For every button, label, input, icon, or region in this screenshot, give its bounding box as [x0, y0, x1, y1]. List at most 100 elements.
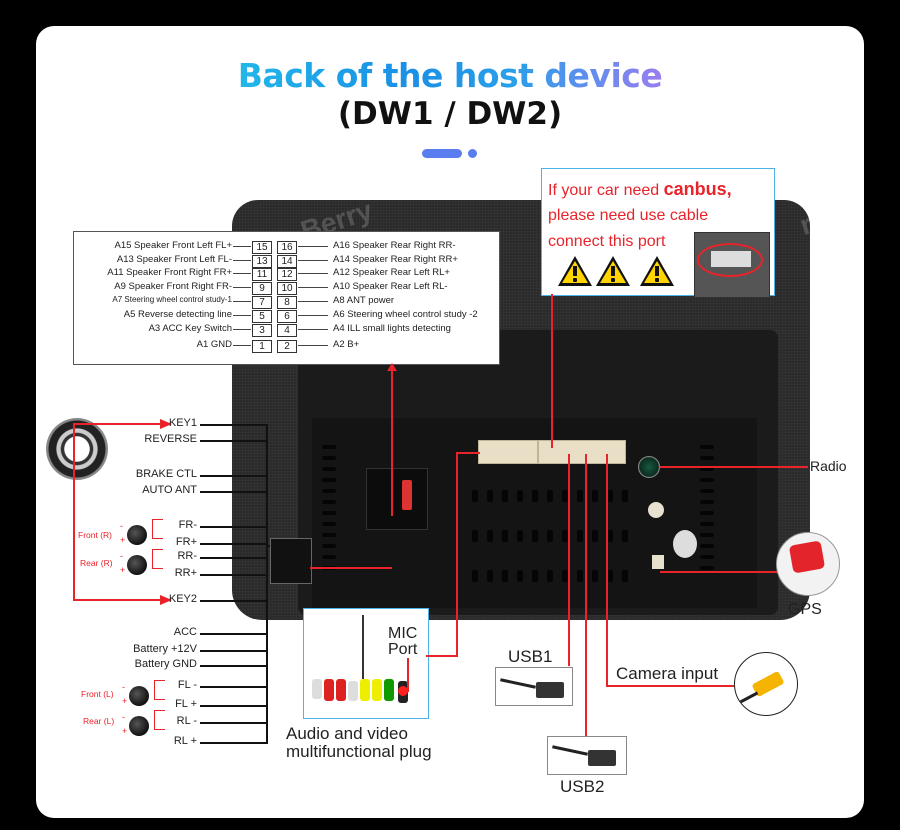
sticker [673, 530, 697, 558]
wire-line [200, 722, 266, 724]
speaker-icon [129, 686, 149, 706]
wire-line [200, 665, 266, 667]
arrow-up-icon [387, 363, 397, 371]
vent-slot [577, 530, 583, 542]
warning-icon [558, 256, 592, 286]
vent-slot [517, 570, 523, 582]
vent-slot [322, 533, 336, 537]
pin-number: 7 [252, 296, 272, 309]
speaker-icon [127, 525, 147, 545]
pinout-left-label: A15 Speaker Front Left FL+ [114, 240, 233, 251]
wire-line [200, 440, 266, 442]
usb1-label: USB1 [508, 647, 553, 666]
vent-slot [700, 533, 714, 537]
gps-antenna-photo [776, 532, 840, 596]
wire-line [200, 742, 266, 744]
vent-slot [547, 530, 553, 542]
usb1-pointer-line [568, 454, 570, 666]
wire-line [200, 574, 266, 576]
wire-label-speaker-right: FR+ [175, 536, 197, 548]
radio-socket [638, 456, 660, 478]
av-pointer-top [456, 452, 480, 454]
radio-pointer-line [660, 466, 808, 468]
key2-line [73, 599, 163, 601]
vent-slot [562, 530, 568, 542]
warning-icon [596, 256, 630, 286]
camera-pointer-h [606, 685, 734, 687]
pinout-pointer-line [391, 366, 393, 516]
front-right-label: Front (R) [78, 530, 112, 540]
arrow-bracket-icon [154, 710, 165, 730]
wire-line [200, 424, 266, 426]
pinout-left-label: A13 Speaker Front Left FL- [116, 254, 232, 265]
indicator-dot [468, 149, 477, 158]
vent-slot [547, 490, 553, 502]
pinout-right-label: A14 Speaker Rear Right RR+ [333, 254, 458, 265]
wire-line [200, 705, 266, 707]
vent-slot [472, 570, 478, 582]
arrow-bracket-icon [154, 680, 165, 700]
radio-label: Radio [810, 458, 847, 474]
wire-label-reverse: REVERSE [144, 433, 197, 445]
key1-line [73, 423, 163, 425]
vent-slot [700, 511, 714, 515]
wire-label-power: Battery +12V [133, 643, 197, 655]
pinout-line [298, 301, 328, 302]
arrow-bracket-icon [152, 549, 163, 569]
vent-slot [700, 456, 714, 460]
usb2-pointer-line [585, 454, 587, 739]
vent-slot [532, 570, 538, 582]
vent-slot [622, 530, 628, 542]
wire-line [200, 633, 266, 635]
pinout-line [233, 345, 251, 346]
front-left-label: Front (L) [81, 689, 114, 699]
canbus-keyword: canbus, [663, 179, 732, 199]
vent-slot [487, 570, 493, 582]
arrow-right-icon [160, 595, 172, 605]
camera-rca-photo [734, 652, 798, 716]
vent-slot [622, 490, 628, 502]
vent-slot [487, 530, 493, 542]
gps-label: GPS [788, 601, 822, 618]
wire-label-speaker-left: FL + [175, 698, 197, 710]
speaker-icon [129, 716, 149, 736]
vent-slot [622, 570, 628, 582]
wire-label-key2: KEY2 [168, 593, 197, 605]
wire-line [200, 686, 266, 688]
wire-line [200, 526, 266, 528]
vent-slot [700, 489, 714, 493]
canbus-socket [538, 440, 626, 464]
vent-slot [322, 511, 336, 515]
vent-slot [472, 530, 478, 542]
pinout-right-label: A4 ILL small lights detecting [333, 323, 451, 334]
canbus-text-line3: connect this port [548, 233, 666, 250]
vent-slot [607, 530, 613, 542]
usb2-label: USB2 [560, 777, 605, 796]
wire-line [200, 650, 266, 652]
vent-slot [700, 555, 714, 559]
pin-number: 16 [277, 241, 297, 254]
vent-slot [547, 570, 553, 582]
vent-slot [700, 566, 714, 570]
pin-number: 5 [252, 310, 272, 323]
wire-label-power: ACC [173, 626, 197, 638]
pinout-line [233, 301, 251, 302]
vent-slot [700, 500, 714, 504]
vent-slot [322, 522, 336, 526]
vent-slot [322, 500, 336, 504]
pinout-right-label: A10 Speaker Rear Left RL- [333, 281, 448, 292]
pinout-right-label: A2 B+ [333, 339, 360, 350]
harness-bus-line [266, 424, 268, 744]
wire-label-speaker-left: RL + [173, 735, 197, 747]
vent-slot [592, 530, 598, 542]
pinout-line [298, 260, 328, 261]
plus-sign: + [120, 565, 126, 575]
pinout-line [233, 287, 251, 288]
camera-pointer-v [606, 454, 608, 686]
pinout-line [298, 329, 328, 330]
vent-slot [322, 456, 336, 460]
key-line [73, 423, 75, 601]
vent-slot [607, 490, 613, 502]
pin-number: 11 [252, 268, 272, 281]
minus-sign: - [120, 521, 123, 531]
